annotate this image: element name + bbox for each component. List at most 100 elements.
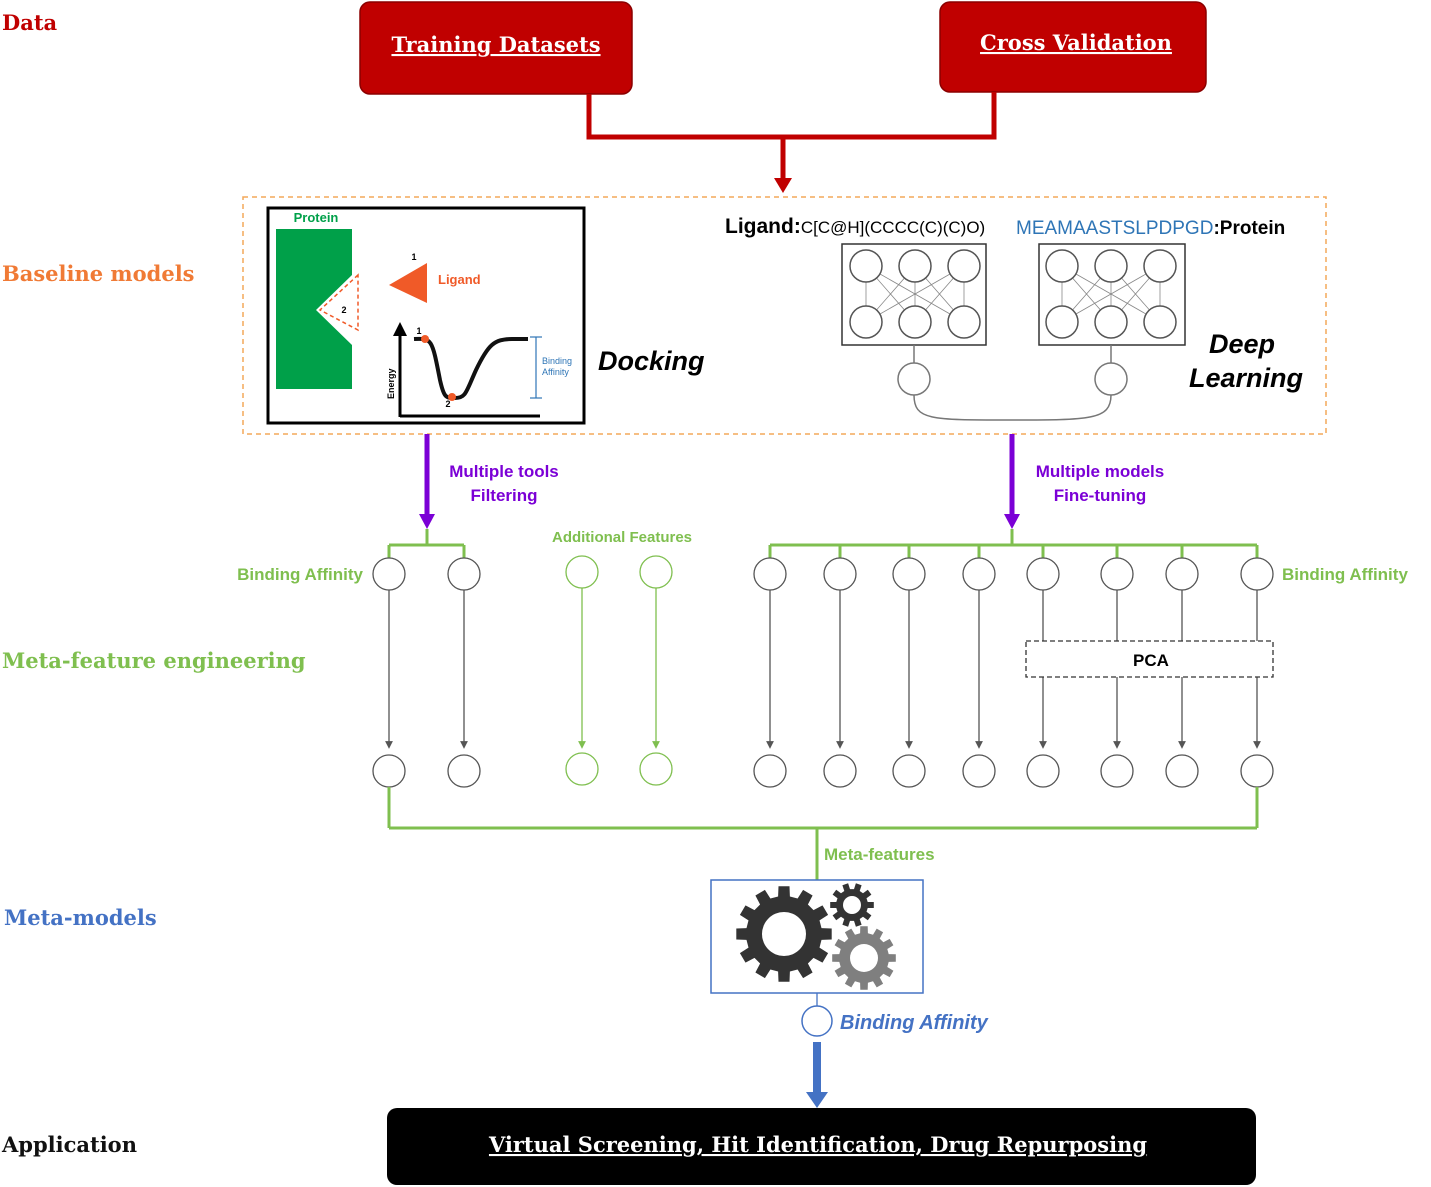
feature-node: [1026, 557, 1060, 591]
binding-affinity-right-label: Binding Affinity: [1282, 565, 1408, 584]
baseline-output-nodes: [372, 557, 1274, 591]
ligand-network: [841, 243, 987, 346]
training-datasets-box: Training Datasets: [359, 1, 633, 95]
feature-node: [962, 557, 996, 591]
nn-node: [1094, 249, 1128, 283]
ligand-prefix: Ligand:: [725, 215, 801, 238]
nn-node: [1143, 249, 1177, 283]
additional-meta-feature-node: [639, 752, 673, 786]
nn-node: [1094, 305, 1128, 339]
docking-panel: Protein 2 1 Ligand Energy 1 2 Binding Af…: [266, 206, 586, 425]
fine-tuning-label: Fine-tuning: [1054, 486, 1147, 505]
energy-axis-label: Energy: [386, 368, 396, 399]
deep-learning-title-line1: Deep: [1209, 329, 1275, 359]
meta-feature-nodes: [372, 754, 1274, 788]
meta-feature-node: [372, 754, 406, 788]
baseline-models-frame: [242, 196, 1327, 435]
gears-group: [736, 883, 896, 990]
binding-affinity-output-label: Binding Affinity: [840, 1012, 989, 1034]
nn-node: [849, 249, 883, 283]
meta-feature-node: [1165, 754, 1199, 788]
pca-box: PCA: [1025, 640, 1274, 678]
stage-label-data: Data: [2, 10, 58, 35]
ligand-smiles: C[C@H](CCCC(C)(C)O): [801, 218, 985, 237]
binding-affinity-small-line2: Affinity: [542, 367, 569, 377]
data-arrowhead: [774, 178, 792, 193]
additional-feature-nodes-top: [565, 555, 673, 589]
docking-output-arrow: [419, 434, 435, 529]
energy-point-1: [421, 335, 429, 343]
meta-feature-node: [962, 754, 996, 788]
protein-label: Protein: [294, 210, 339, 225]
nn-node: [849, 305, 883, 339]
meta-features-label: Meta-features: [824, 845, 935, 864]
meta-feature-node: [823, 754, 857, 788]
nn-node: [898, 305, 932, 339]
stage-label-meta-feature: Meta-feature engineering: [2, 648, 306, 673]
additional-feature-nodes-bottom: [565, 752, 673, 786]
binding-affinity-small-line1: Binding: [542, 356, 572, 366]
feature-node: [372, 557, 406, 591]
additional-features-label: Additional Features: [552, 529, 692, 546]
cross-validation-box: Cross Validation: [939, 1, 1207, 93]
large-gear-icon: [736, 886, 832, 982]
protein-sequence-line: MEAMAASTSLPDPGD:Protein: [1016, 218, 1285, 239]
additional-feature-node: [639, 555, 673, 589]
binding-affinity-left-label: Binding Affinity: [237, 565, 363, 584]
nn-node: [947, 249, 981, 283]
energy-point-2: [448, 393, 456, 401]
application-box: Virtual Screening, Hit Identification, D…: [387, 1108, 1256, 1185]
multiple-tools-label: Multiple tools: [449, 462, 559, 481]
network-merge: [897, 345, 1128, 421]
pose-1-label: 1: [411, 252, 416, 262]
additional-feature-node: [565, 555, 599, 589]
nn-node: [1045, 305, 1079, 339]
feature-node: [1240, 557, 1274, 591]
pose-2-label: 2: [341, 305, 346, 315]
meta-feature-node: [447, 754, 481, 788]
application-box-label: Virtual Screening, Hit Identification, D…: [488, 1132, 1147, 1157]
feature-node: [892, 557, 926, 591]
additional-feature-arrows: [578, 588, 660, 749]
stage-label-meta-models: Meta-models: [4, 905, 157, 930]
training-datasets-label: Training Datasets: [391, 32, 600, 57]
meta-feature-node: [1240, 754, 1274, 788]
meta-feature-node: [892, 754, 926, 788]
cross-validation-label: Cross Validation: [980, 30, 1172, 55]
feature-node: [447, 557, 481, 591]
application-arrow: [806, 1042, 828, 1108]
curve-label-2: 2: [445, 399, 450, 409]
protein-network: [1038, 243, 1186, 346]
feature-node: [1100, 557, 1134, 591]
pca-label: PCA: [1133, 651, 1169, 670]
nn-node: [898, 249, 932, 283]
feature-arrows: [385, 590, 1261, 749]
deep-learning-split-bracket: [768, 529, 1259, 558]
ligand-triangle: [389, 263, 427, 303]
meta-feature-node: [1100, 754, 1134, 788]
nn-node: [1143, 305, 1177, 339]
meta-feature-merge-bracket: [387, 787, 1259, 880]
stage-label-baseline: Baseline models: [2, 261, 195, 286]
binding-affinity-output-node: [801, 1005, 833, 1037]
curve-label-1: 1: [416, 326, 421, 336]
feature-node: [1165, 557, 1199, 591]
feature-node: [753, 557, 787, 591]
protein-embedding-node: [1094, 362, 1128, 396]
binding-pocket-ligand: [318, 273, 359, 332]
data-connector: [586, 92, 997, 180]
medium-gear-icon: [832, 926, 896, 990]
meta-feature-node: [1026, 754, 1060, 788]
small-gear-icon: [830, 883, 874, 927]
nn-node: [1045, 249, 1079, 283]
feature-node: [823, 557, 857, 591]
docking-title: Docking: [598, 346, 705, 376]
filtering-label: Filtering: [470, 486, 537, 505]
multiple-models-label: Multiple models: [1036, 462, 1164, 481]
protein-shape: [276, 229, 352, 389]
additional-meta-feature-node: [565, 752, 599, 786]
energy-axis-arrow: [393, 322, 407, 336]
deep-learning-output-arrow: [1004, 434, 1020, 529]
stage-label-application: Application: [1, 1132, 137, 1157]
